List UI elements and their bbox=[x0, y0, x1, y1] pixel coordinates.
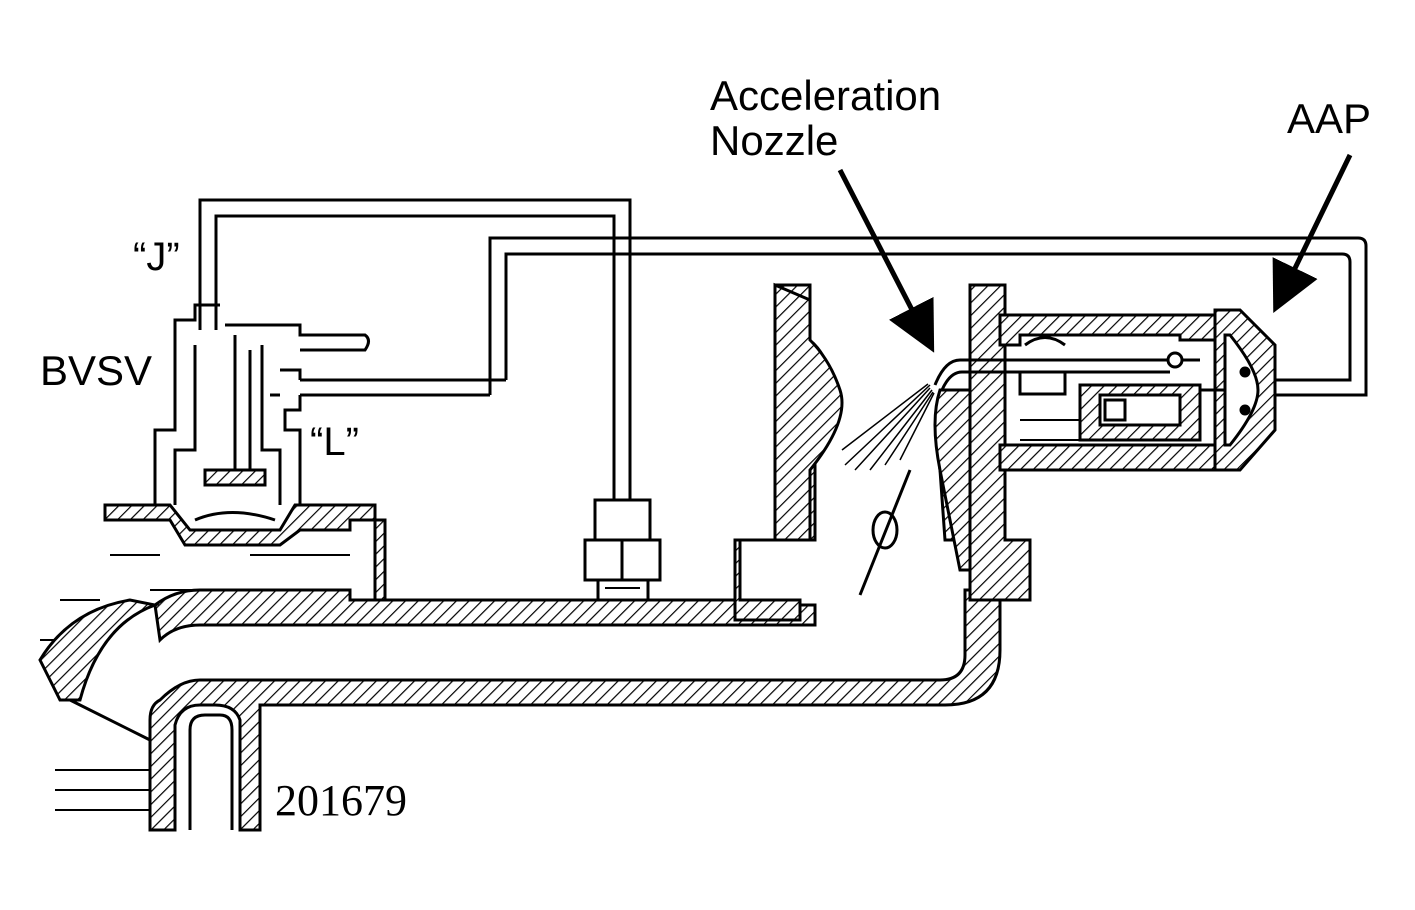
leader-arrows bbox=[837, 153, 1353, 353]
j-port-label: “J” bbox=[133, 235, 180, 279]
throttle-valve bbox=[858, 469, 912, 596]
acceleration-nozzle-label-line1: Acceleration bbox=[710, 72, 941, 119]
acceleration-nozzle-label-line2: Nozzle bbox=[710, 117, 838, 164]
acceleration-nozzle bbox=[933, 358, 1200, 391]
bvsv-valve bbox=[153, 303, 370, 522]
acceleration-nozzle-leader bbox=[837, 168, 935, 353]
jet-fitting bbox=[583, 498, 662, 602]
acceleration-spray bbox=[841, 383, 935, 471]
figure-number: 201679 bbox=[275, 776, 407, 825]
aap-leader bbox=[1272, 153, 1353, 313]
acceleration-pump-housing bbox=[998, 313, 1217, 472]
aap-label: AAP bbox=[1287, 95, 1371, 142]
carburetor-body bbox=[38, 282, 1032, 832]
vacuum-lines bbox=[198, 198, 1368, 500]
bvsv-label: BVSV bbox=[40, 347, 152, 394]
aap-diaphragm bbox=[1200, 308, 1277, 472]
l-port-label: “L” bbox=[310, 420, 359, 464]
